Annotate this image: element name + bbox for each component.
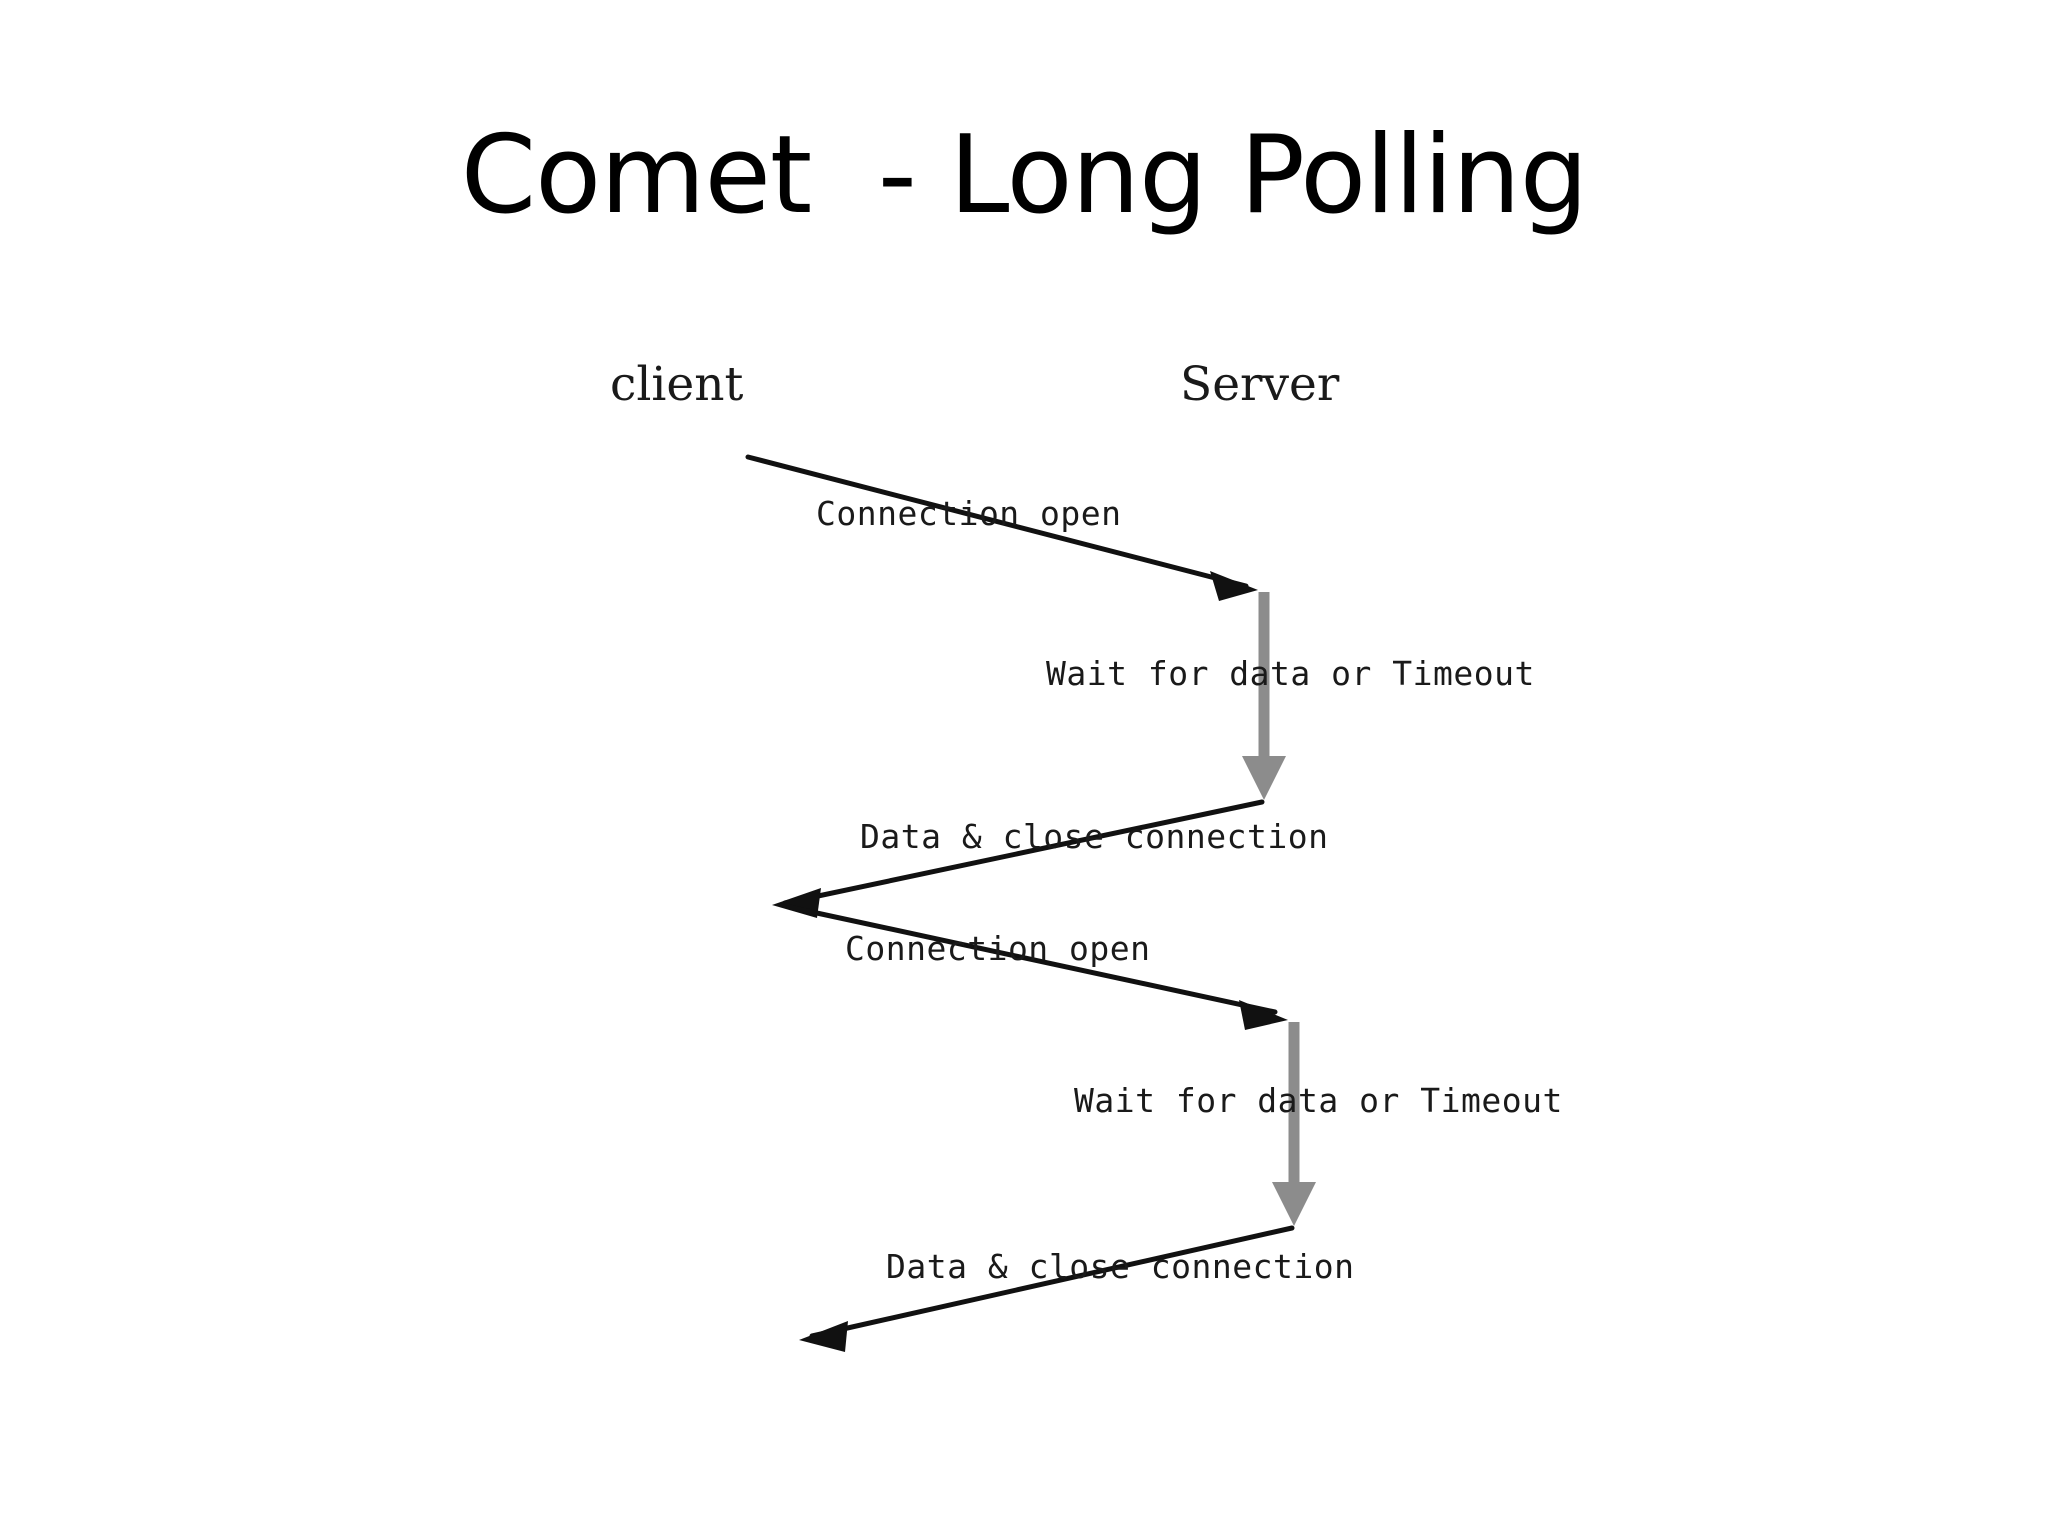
arrow-line [786, 904, 1278, 1015]
arrowhead-down-icon [1242, 756, 1286, 800]
wait-line-1 [1242, 592, 1286, 800]
page-title: Comet - Long Polling [460, 113, 1589, 238]
lane-label-server: Server [1180, 357, 1340, 412]
message-label-wait-1: Wait for data or Timeout [1046, 654, 1535, 693]
message-label-data-close-2: Data & close connection [886, 1247, 1354, 1286]
message-arrow-connection-open-1 [745, 454, 1258, 601]
arrow-line [745, 454, 1249, 589]
arrow-line [809, 1225, 1295, 1339]
lane-label-client: client [610, 357, 743, 412]
message-arrow-connection-open-2 [786, 904, 1288, 1030]
message-label-data-close-1: Data & close connection [860, 817, 1328, 856]
arrowhead-right-icon [1210, 571, 1258, 601]
wait-line-2 [1272, 1022, 1316, 1226]
message-label-wait-2: Wait for data or Timeout [1074, 1081, 1563, 1120]
message-label-connection-open-2: Connection open [845, 929, 1151, 968]
arrow-line [782, 799, 1265, 906]
arrowhead-left-icon [799, 1321, 848, 1352]
message-label-connection-open-1: Connection open [816, 494, 1122, 533]
message-arrow-data-close-2 [799, 1225, 1295, 1352]
arrowhead-right-icon [1239, 1000, 1288, 1030]
arrowhead-down-icon [1272, 1182, 1316, 1226]
